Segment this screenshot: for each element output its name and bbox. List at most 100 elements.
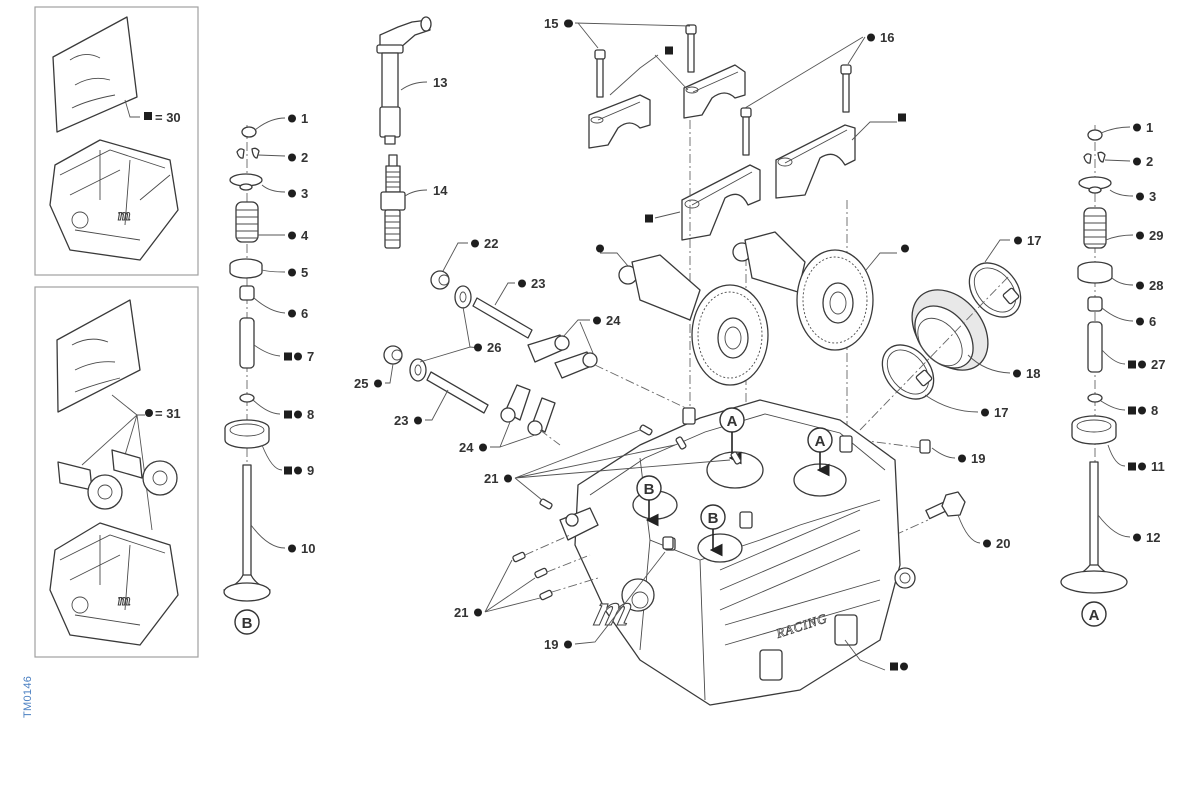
dowel-pin (662, 536, 674, 550)
callout-number: 15 (544, 16, 558, 31)
callout-markers (645, 214, 653, 223)
head-logo-small: m (118, 592, 130, 609)
cylinder-head: m RACING (559, 399, 916, 706)
dot-marker-icon (867, 33, 875, 42)
callout-number: 17 (994, 405, 1008, 420)
dot-marker-icon (288, 189, 296, 198)
clamp-lower (881, 344, 935, 400)
callout-labels: 1234567891013141516171718191920212122232… (284, 16, 1165, 671)
cap-bolt-4 (840, 64, 852, 113)
valve-collets (1083, 151, 1106, 164)
callout-19: 19 (958, 451, 985, 466)
callout-number: 11 (1151, 459, 1165, 474)
svg-text:B: B (644, 481, 655, 498)
callout-29: 29 (1136, 228, 1163, 243)
gasket-sheet-icon (52, 16, 138, 133)
dot-marker-icon (474, 343, 482, 352)
callout-27: 27 (1128, 357, 1165, 372)
callout-markers (890, 662, 908, 671)
callout-8: 8 (1128, 403, 1158, 418)
callout-3: 3 (1136, 189, 1156, 204)
callout-number: 23 (394, 413, 408, 428)
spring-seat (229, 258, 263, 279)
stud-21 (539, 498, 553, 510)
valve-spring (235, 201, 259, 243)
o-ring (239, 393, 255, 403)
dot-marker-icon (294, 352, 302, 361)
valve-cap (1087, 129, 1103, 141)
camshaft-cap-3 (681, 164, 761, 241)
svg-text:B: B (708, 510, 719, 527)
dot-marker-icon (1136, 231, 1144, 240)
stud-21 (512, 551, 526, 563)
callout-6: 6 (288, 306, 308, 321)
cap-bolt-3 (740, 107, 752, 156)
callout-number: 8 (307, 407, 314, 422)
callout-number: 7 (307, 349, 314, 364)
valve-stem-seal (1087, 296, 1103, 312)
square-marker-icon (284, 466, 292, 475)
rocker-arm-24c (500, 384, 531, 423)
dot-marker-icon (901, 244, 909, 253)
spring-retainer (1078, 176, 1112, 194)
dot-marker-icon (565, 19, 573, 28)
callout-1: 1 (1133, 120, 1153, 135)
rocker-arm-24b (554, 351, 598, 379)
callout-16: 16 (867, 30, 894, 45)
callout-9: 9 (284, 463, 314, 478)
exhaust-valve-assembly: B (223, 117, 286, 635)
cap-bolt-1 (594, 49, 606, 98)
callout-number: 19 (544, 637, 558, 652)
cylinder-head-thumbnail: m (49, 139, 179, 261)
callout-number: 16 (880, 30, 894, 45)
dot-marker-icon (288, 544, 296, 553)
dot-marker-icon (294, 410, 302, 419)
callout-number: 13 (433, 75, 447, 90)
dot-marker-icon (564, 640, 572, 649)
dot-marker-icon (474, 608, 482, 617)
callout-14: 14 (433, 183, 448, 198)
callout-17: 17 (1014, 233, 1041, 248)
dot-marker-icon (1136, 281, 1144, 290)
head-logo-small: m (118, 207, 130, 224)
ref-marker-B-2: B (700, 504, 726, 557)
svg-text:= 30: = 30 (155, 110, 181, 125)
callout-10: 10 (288, 541, 315, 556)
ref-marker-B: B (234, 609, 260, 635)
spring-seat (1077, 261, 1113, 284)
square-marker-icon (645, 214, 653, 223)
dot-marker-icon (1013, 369, 1021, 378)
dot-marker-icon (596, 244, 604, 253)
square-marker-icon (284, 352, 292, 361)
callout-24: 24 (593, 313, 621, 328)
callout-number: 1 (1146, 120, 1153, 135)
valve-stem-seal (239, 285, 255, 301)
callout-19: 19 (544, 637, 572, 652)
callout-number: 6 (301, 306, 308, 321)
camshaft-thumbnail-intake (57, 461, 123, 510)
square-marker-icon (284, 410, 292, 419)
cap-bolt-2 (685, 24, 697, 73)
svg-text:A: A (1089, 607, 1100, 624)
callout-number: 21 (484, 471, 498, 486)
callout-25: 25 (354, 376, 382, 391)
square-marker-icon (1128, 406, 1136, 415)
intake-valve (1060, 461, 1128, 594)
callout-number: 2 (1146, 154, 1153, 169)
callout-markers (901, 244, 909, 253)
callout-18: 18 (1013, 366, 1040, 381)
callout-number: 9 (307, 463, 314, 478)
callout-number: 21 (454, 605, 468, 620)
dot-marker-icon (1014, 236, 1022, 245)
dot-marker-icon (288, 114, 296, 123)
camshaft-cap-4 (775, 124, 856, 199)
ignition-coil (376, 16, 432, 145)
callout-11: 11 (1128, 459, 1165, 474)
callout-number: 18 (1026, 366, 1040, 381)
callout-number: 8 (1151, 403, 1158, 418)
spring-retainer (229, 173, 263, 191)
callout-8: 8 (284, 407, 314, 422)
dot-marker-icon (1136, 317, 1144, 326)
callout-markers (898, 113, 906, 122)
